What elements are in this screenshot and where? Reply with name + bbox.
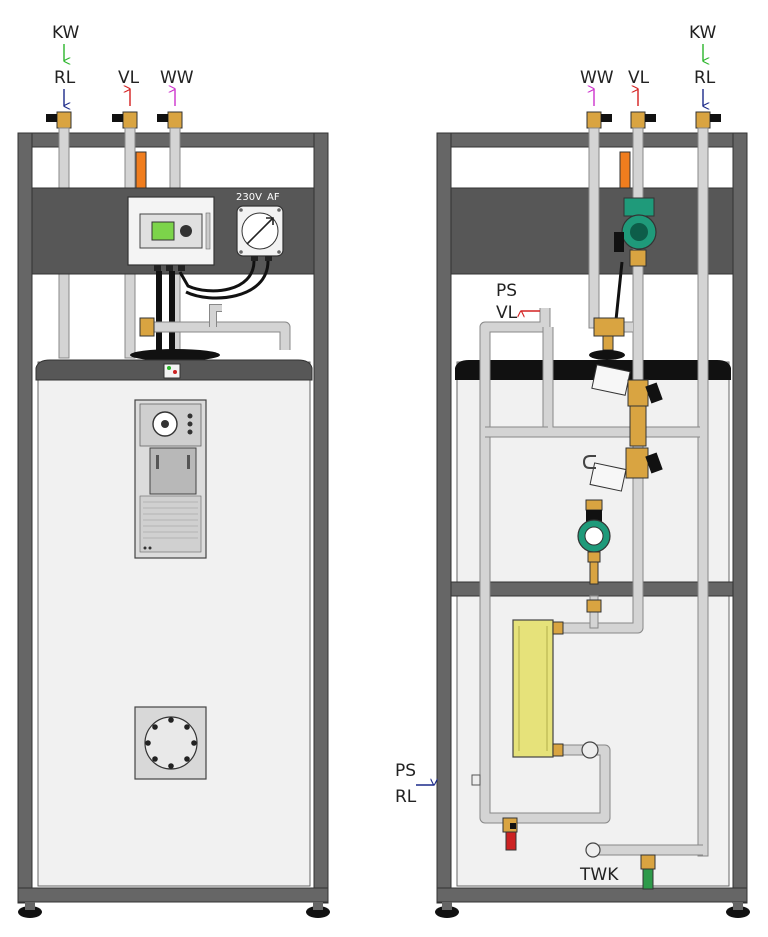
left-cable-3 <box>156 271 162 353</box>
right-top-pump <box>614 197 657 321</box>
left-frame-post-left <box>17 132 33 904</box>
left-controller <box>127 196 215 271</box>
right-vl-label: VL <box>628 68 650 88</box>
left-ww-label: WW <box>160 68 194 88</box>
vl-side-label: VL <box>496 303 518 323</box>
right-thermostatic-valve <box>582 447 663 492</box>
right-orange-sensor <box>619 151 631 189</box>
right-valve-rl <box>695 111 721 129</box>
right-frame-bottom <box>436 887 748 903</box>
right-frame-post-right <box>732 132 748 904</box>
rl-side-label: RL <box>395 787 417 807</box>
right-foot-right <box>726 906 750 918</box>
controller-display <box>151 221 175 241</box>
right-unit: KW RL WW VL <box>395 23 750 918</box>
right-valve-ww <box>586 111 612 129</box>
left-inspection-flange <box>134 706 207 780</box>
right-brass-tee <box>593 317 625 337</box>
twk-label: TWK <box>579 865 619 885</box>
left-brass-fitting <box>139 317 155 337</box>
right-rl-label: RL <box>694 68 716 88</box>
sensor-label: AF <box>267 192 280 203</box>
left-valve-vl <box>112 111 138 129</box>
right-ww-label: WW <box>580 68 614 88</box>
ps-bottom-label: PS <box>395 761 416 781</box>
left-frame-bottom <box>17 887 329 903</box>
right-mixing-valve <box>591 364 663 447</box>
right-kw-label: KW <box>689 23 717 43</box>
left-frame-post-right <box>313 132 329 904</box>
left-rl-label: RL <box>54 68 76 88</box>
right-twk-valve <box>640 854 656 890</box>
left-foot-left <box>18 906 42 918</box>
left-kw-label: KW <box>52 23 80 43</box>
right-heat-exchanger <box>512 619 599 759</box>
right-circulation-pump <box>577 499 611 613</box>
right-foot-left <box>435 906 459 918</box>
controller-knob <box>180 225 192 237</box>
power-label: 230V <box>236 192 262 203</box>
left-boiler-controller <box>134 399 207 559</box>
left-valve-rl <box>46 111 72 129</box>
left-vl-label: VL <box>118 68 140 88</box>
left-valve-ww <box>157 111 183 129</box>
right-tank-lid <box>455 360 731 380</box>
left-unit: KW RL VL WW <box>17 23 330 918</box>
right-valve-vl <box>630 111 656 129</box>
left-cable-4 <box>169 271 175 353</box>
right-pipe-kw <box>697 127 709 857</box>
left-foot-right <box>306 906 330 918</box>
left-junction-box: 230V AF <box>236 192 284 261</box>
left-orange-sensor <box>135 151 147 189</box>
right-frame-post-left <box>436 132 452 904</box>
right-temp-sensor <box>471 774 481 786</box>
left-cable-2 <box>185 260 270 300</box>
ps-top-label: PS <box>496 281 517 301</box>
left-pipe-loop <box>140 322 290 350</box>
right-pipe-ww <box>588 127 600 329</box>
left-tank-indicator <box>163 363 181 379</box>
left-cable-1 <box>178 260 256 293</box>
right-drain-valve <box>502 817 518 851</box>
left-tank-flange <box>130 349 220 361</box>
